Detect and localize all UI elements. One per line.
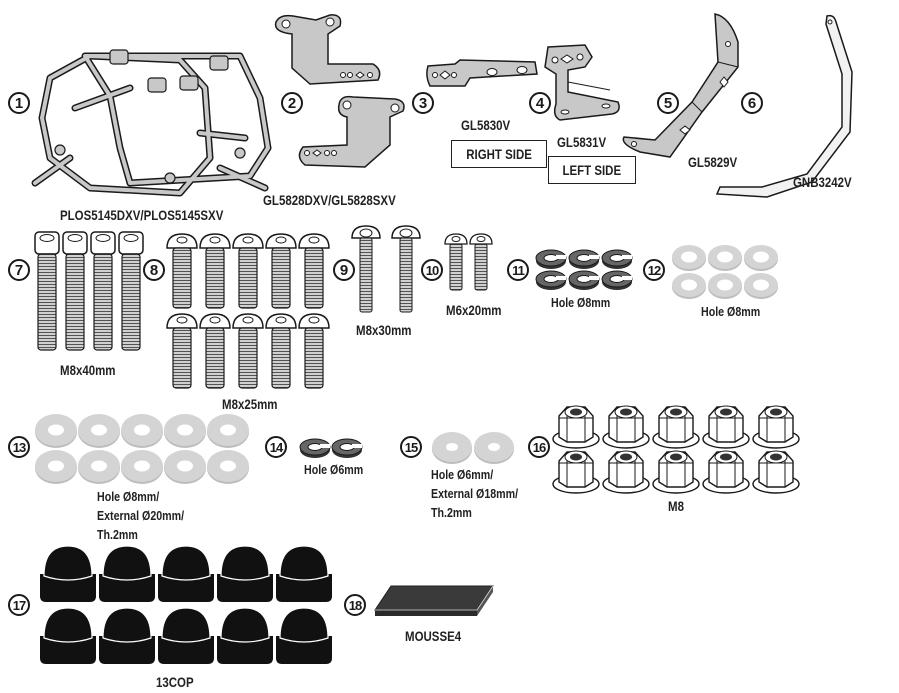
flat-washers-20mm xyxy=(35,414,249,484)
part-number-text: 4 xyxy=(535,94,545,112)
part-number-text: 9 xyxy=(339,261,349,279)
bracket-gl5829v-illustration xyxy=(622,13,739,158)
part-label-10: M6x20mm xyxy=(446,302,502,318)
part-number-text: 17 xyxy=(12,597,27,613)
bracket-gl5831v-illustration xyxy=(544,44,620,121)
bracket-gl5828sxv-illustration xyxy=(298,95,405,168)
part-number-18: 18 xyxy=(344,594,366,616)
part-label-8: M8x25mm xyxy=(222,396,278,412)
part-number-12: 12 xyxy=(643,259,665,281)
part-label-4: GL5831V xyxy=(557,134,607,150)
flat-washers-m8 xyxy=(672,245,778,299)
socket-head-screw-icon xyxy=(90,231,116,351)
socket-head-screw-icon xyxy=(118,231,144,351)
side-text: RIGHT SIDE xyxy=(466,146,532,162)
part-number-3: 3 xyxy=(412,92,434,114)
part-number-14: 14 xyxy=(265,436,287,458)
part-number-text: 18 xyxy=(348,597,363,613)
part-label-17: 13COP xyxy=(156,674,194,690)
button-head-screws-m6x20 xyxy=(444,233,493,291)
part-label-9: M8x30mm xyxy=(356,322,412,338)
label-line: External Ø18mm/ xyxy=(431,485,519,501)
strap-gnb3242v-illustration xyxy=(715,14,853,198)
part-number-8: 8 xyxy=(143,259,165,281)
socket-head-screw-icon xyxy=(62,231,88,351)
part-number-text: 2 xyxy=(287,94,297,112)
part-number-1: 1 xyxy=(8,92,30,114)
part-number-13: 13 xyxy=(8,436,30,458)
part-number-text: 3 xyxy=(418,94,428,112)
part-number-text: 10 xyxy=(425,262,440,278)
part-number-11: 11 xyxy=(507,259,529,281)
part-number-text: 7 xyxy=(14,261,24,279)
split-lock-washers-m8 xyxy=(535,249,633,291)
part-label-2: GL5828DXV/GL5828SXV xyxy=(263,192,396,208)
label-line: Hole Ø6mm/ xyxy=(431,467,494,482)
part-label-18: MOUSSE4 xyxy=(405,628,462,644)
side-text: LEFT SIDE xyxy=(562,162,622,178)
part-number-6: 6 xyxy=(741,92,763,114)
part-number-text: 12 xyxy=(647,262,662,278)
part-label-7: M8x40mm xyxy=(60,362,116,378)
socket-head-screw-icon xyxy=(34,231,60,351)
part-label-13: Hole Ø8mm/ External Ø20mm/ Th.2mm xyxy=(97,488,184,545)
part-number-text: 13 xyxy=(12,439,27,455)
nut-caps-13cop xyxy=(39,545,333,665)
part-label-11: Hole Ø8mm xyxy=(551,295,611,310)
label-line: External Ø20mm/ xyxy=(97,507,185,523)
part-number-text: 6 xyxy=(747,94,757,112)
right-side-label: RIGHT SIDE xyxy=(451,140,548,168)
part-number-text: 1 xyxy=(14,94,24,112)
part-number-7: 7 xyxy=(8,259,30,281)
part-number-2: 2 xyxy=(281,92,303,114)
part-number-5: 5 xyxy=(657,92,679,114)
flange-nuts-m8 xyxy=(552,405,800,494)
label-line: Th.2mm xyxy=(431,504,472,520)
part-label-5: GL5829V xyxy=(688,154,738,170)
part-label-12: Hole Ø8mm xyxy=(701,304,761,319)
part-number-17: 17 xyxy=(8,594,30,616)
part-label-14: Hole Ø6mm xyxy=(304,462,364,477)
part-number-text: 11 xyxy=(512,262,525,278)
button-head-screws-m8x25 xyxy=(166,233,330,389)
flat-washers-18mm xyxy=(432,432,514,464)
label-line: Th.2mm xyxy=(97,526,138,542)
bracket-gl5830v-illustration xyxy=(426,59,538,87)
left-side-label: LEFT SIDE xyxy=(548,156,636,184)
bracket-gl5828dxv-illustration xyxy=(274,14,381,85)
pannier-frame-illustration xyxy=(31,49,272,197)
flanged-screws-m8x30 xyxy=(351,225,421,313)
socket-head-screws-m8x40 xyxy=(34,231,144,351)
part-number-16: 16 xyxy=(528,436,550,458)
part-number-text: 5 xyxy=(663,94,673,112)
part-label-15: Hole Ø6mm/ External Ø18mm/ Th.2mm xyxy=(431,466,518,523)
label-line: Hole Ø8mm/ xyxy=(97,489,160,504)
part-number-text: 16 xyxy=(532,439,547,455)
part-number-text: 8 xyxy=(149,261,159,279)
part-label-1: PLOS5145DXV/PLOS5145SXV xyxy=(60,207,224,223)
part-label-16: M8 xyxy=(668,498,684,514)
part-number-15: 15 xyxy=(400,436,422,458)
part-label-6: GNB3242V xyxy=(793,174,852,190)
split-lock-washers-m6 xyxy=(299,438,363,459)
foam-pad-mousse4 xyxy=(374,585,494,616)
part-number-text: 14 xyxy=(269,439,284,455)
part-number-9: 9 xyxy=(333,259,355,281)
part-number-4: 4 xyxy=(529,92,551,114)
part-label-3: GL5830V xyxy=(461,117,511,133)
part-number-text: 15 xyxy=(404,439,419,455)
part-number-10: 10 xyxy=(421,259,443,281)
